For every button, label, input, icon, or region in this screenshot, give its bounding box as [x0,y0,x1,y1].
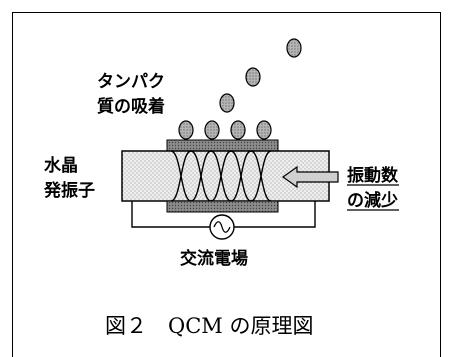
figure-frame [12,12,441,357]
protein-particle-icon [230,120,246,140]
vibration-label-line2: の減少 [347,190,398,211]
protein-particle-icon [178,120,194,140]
ac-source-icon [209,214,235,240]
protein-label-line1: タンパク [97,72,165,92]
protein-particle-icon [286,38,302,58]
figure-caption: 図２ QCM の原理図 [105,314,313,338]
bottom-electrode [166,200,279,213]
vibration-label-line1: 振動数 [347,165,399,186]
protein-particle-icon [204,120,220,140]
circuit-wire [131,201,316,228]
crystal-label-line2: 発振子 [43,180,95,201]
left-arrow-icon [281,165,339,189]
protein-label-line2: 質の吸着 [97,96,165,117]
adsorbed-proteins [178,120,272,140]
protein-particle-icon [256,120,272,140]
crystal-label-line1: 水晶 [44,155,78,176]
ac-field-label: 交流電場 [180,248,248,269]
top-electrode [166,139,279,152]
floating-proteins [219,38,302,113]
vibration-waves [170,150,272,202]
protein-particle-icon [219,93,235,113]
protein-particle-icon [245,67,261,87]
